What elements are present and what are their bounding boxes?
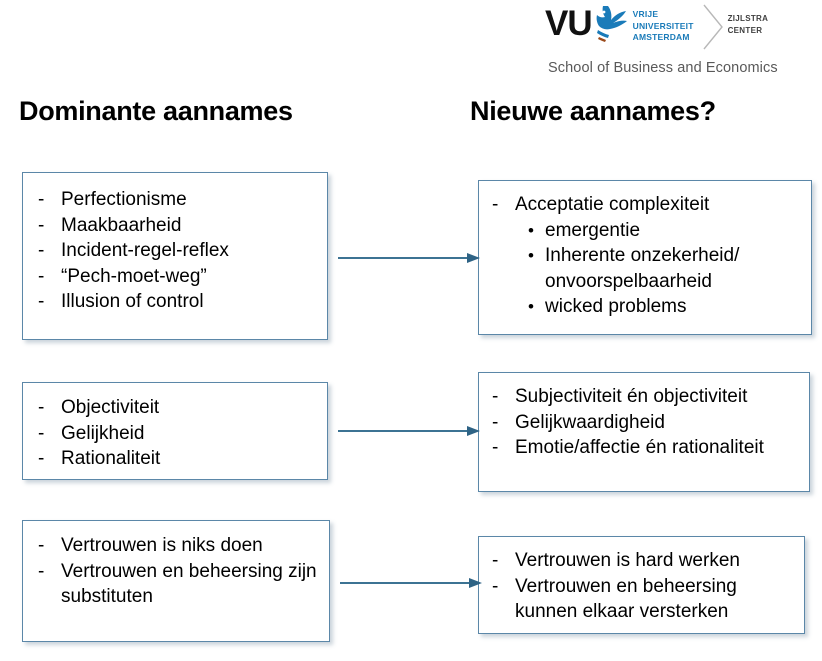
list-item-text: Vertrouwen en beheersing zijn substitute… (61, 560, 317, 608)
list-item: -Gelijkwaardigheid (485, 410, 803, 436)
vu-name-line-2: UNIVERSITEIT (632, 20, 694, 31)
logo-row: VU VRIJE UNIVERSITEIT AMSTERDAM ZIJLSTRA… (545, 4, 815, 52)
dash-marker: - (38, 422, 45, 444)
list-item: -Incident-regel-reflex (31, 238, 319, 264)
list-item-text: emergentie (545, 219, 641, 241)
list-item-text: “Pech-moet-weg” (61, 265, 207, 287)
list-item: -Illusion of control (31, 289, 319, 315)
list-item-text: Gelijkheid (61, 422, 145, 444)
list-item-text: Vertrouwen en beheersing kunnen elkaar v… (515, 575, 737, 623)
list-item-text: wicked problems (545, 296, 687, 317)
list-item: -Maakbaarheid (31, 213, 319, 239)
dash-marker: - (492, 386, 499, 407)
list-item-text: Inherente onzekerheid/ onvoorspelbaarhei… (545, 245, 740, 292)
vu-name-line-1: VRIJE (632, 9, 659, 19)
dash-marker: - (38, 448, 45, 469)
box-dominante-2: -Objectiviteit-Gelijkheid-Rationaliteit (22, 382, 328, 480)
heading-dominante-aannames: Dominante aannames (19, 96, 293, 126)
dash-marker: - (38, 240, 45, 261)
dash-marker: - (38, 291, 45, 312)
box-nieuwe-3: -Vertrouwen is hard werken-Vertrouwen en… (478, 536, 805, 634)
vu-logo-block: VU VRIJE UNIVERSITEIT AMSTERDAM ZIJLSTRA… (545, 4, 815, 82)
list-item-text: Gelijkwaardigheid (515, 411, 665, 433)
dash-marker: - (492, 411, 499, 433)
list-item-text: Perfectionisme (61, 189, 187, 210)
dash-marker: - (38, 214, 45, 236)
list-item: -Emotie/affectie én rationaliteit (485, 435, 803, 461)
list-item: -Subjectiviteit én objectiviteit (485, 384, 803, 410)
arrow-row-3 (340, 578, 482, 588)
list: -Perfectionisme-Maakbaarheid-Incident-re… (31, 187, 319, 315)
zijlstra-center-name: ZIJLSTRA CENTER (728, 4, 769, 36)
box-nieuwe-1: -Acceptatie complexiteit•emergentie•Inhe… (478, 180, 812, 335)
list-item-text: Subjectiviteit én objectiviteit (515, 386, 748, 407)
list-item-text: Objectiviteit (61, 397, 160, 418)
list-item-text: Vertrouwen is hard werken (515, 550, 740, 571)
list: -Vertrouwen is hard werken-Vertrouwen en… (485, 548, 798, 625)
list-item: -Vertrouwen is hard werken (485, 548, 798, 574)
dash-marker: - (492, 550, 499, 571)
arrow-row-1 (338, 253, 480, 263)
box-dominante-1: -Perfectionisme-Maakbaarheid-Incident-re… (22, 172, 328, 340)
box-dominante-3: -Vertrouwen is niks doen-Vertrouwen en b… (22, 520, 330, 642)
list-item: -Acceptatie complexiteit (485, 192, 805, 218)
dash-marker: - (492, 194, 499, 215)
list-item: -Objectiviteit (31, 395, 319, 421)
dash-marker: - (38, 560, 45, 582)
dash-marker: - (38, 189, 45, 210)
dash-marker: - (38, 535, 45, 556)
chevron-divider-icon (703, 4, 723, 50)
list: -Acceptatie complexiteit•emergentie•Inhe… (485, 192, 805, 320)
list: -Vertrouwen is niks doen-Vertrouwen en b… (31, 533, 321, 610)
list-item: • Inherente onzekerheid/ onvoorspelbaarhe… (485, 243, 805, 294)
list-item: -Vertrouwen is niks doen (31, 533, 321, 559)
list-item-text: Acceptatie complexiteit (515, 194, 710, 215)
vu-wordmark: VU (545, 4, 593, 43)
arrow-row-2 (338, 426, 480, 436)
list: -Objectiviteit-Gelijkheid-Rationaliteit (31, 395, 319, 472)
list-item: -Perfectionisme (31, 187, 319, 213)
list-item-text: Illusion of control (61, 291, 204, 312)
zijlstra-line-1: ZIJLSTRA (727, 14, 769, 23)
box-nieuwe-2: -Subjectiviteit én objectiviteit-Gelijkw… (478, 372, 810, 492)
bullet-marker: • (528, 246, 534, 265)
vu-university-name: VRIJE UNIVERSITEIT AMSTERDAM (633, 4, 694, 44)
dash-marker: - (38, 397, 45, 418)
heading-nieuwe-aannames: Nieuwe aannames? (470, 96, 716, 126)
list-item: • emergentie (485, 218, 805, 244)
list-item: -Rationaliteit (31, 446, 319, 472)
dash-marker: - (38, 265, 45, 287)
list-item: -Vertrouwen en beheersing zijn substitut… (31, 559, 321, 610)
list-item: • wicked problems (485, 294, 805, 320)
list-item-text: Emotie/affectie én rationaliteit (515, 437, 764, 458)
zijlstra-line-2: CENTER (727, 25, 763, 35)
list-item-text: Rationaliteit (61, 448, 161, 469)
vu-name-line-3: AMSTERDAM (632, 32, 690, 42)
bullet-marker: • (528, 297, 534, 316)
list-item: -Vertrouwen en beheersing kunnen elkaar … (485, 574, 798, 625)
vu-griffin-icon (596, 6, 627, 42)
list-item: -“Pech-moet-weg” (31, 264, 319, 290)
list-item-text: Vertrouwen is niks doen (61, 535, 263, 556)
dash-marker: - (492, 437, 499, 458)
bullet-marker: • (528, 220, 534, 240)
list-item: -Gelijkheid (31, 421, 319, 447)
school-subtitle: School of Business and Economics (548, 60, 778, 76)
list-item-text: Maakbaarheid (61, 214, 182, 236)
dash-marker: - (492, 575, 499, 597)
list: -Subjectiviteit én objectiviteit-Gelijkw… (485, 384, 803, 461)
list-item-text: Incident-regel-reflex (61, 240, 229, 261)
